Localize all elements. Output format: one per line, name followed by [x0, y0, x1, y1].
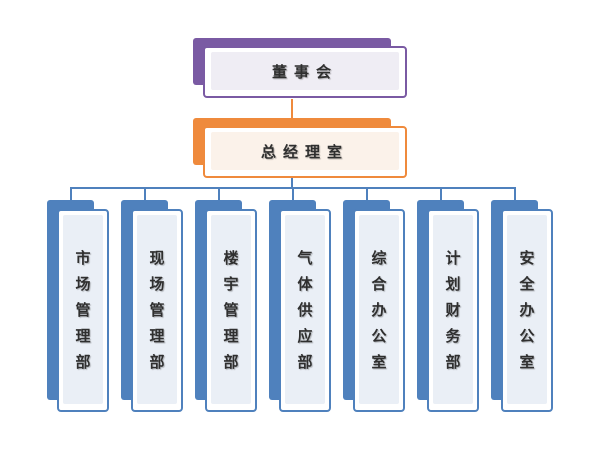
dept-6-connector — [440, 187, 442, 201]
dept-5-connector — [366, 187, 368, 201]
department-1-fill — [63, 215, 103, 404]
department-node-1: 市场管理部 — [47, 200, 111, 414]
department-3-fill — [211, 215, 251, 404]
department-7-fill — [507, 215, 547, 404]
department-3-label: 楼宇管理部 — [223, 248, 239, 371]
dept-7-connector — [514, 187, 516, 201]
board-to-gm-connector — [291, 99, 293, 119]
department-2-label: 现场管理部 — [149, 248, 165, 371]
gm-down-connector — [291, 178, 293, 188]
board-label: 董事会 — [271, 62, 338, 81]
department-6-fill — [433, 215, 473, 404]
department-4-fill — [285, 215, 325, 404]
department-node-7: 安全办公室 — [491, 200, 555, 414]
department-5-fill — [359, 215, 399, 404]
department-node-3: 楼宇管理部 — [195, 200, 259, 414]
department-4-label: 气体供应部 — [297, 248, 313, 371]
department-node-4: 气体供应部 — [269, 200, 333, 414]
department-node-5: 综合办公室 — [343, 200, 407, 414]
department-2-fill — [137, 215, 177, 404]
board-fill — [211, 52, 399, 90]
dept-1-connector — [70, 187, 72, 201]
department-node-6: 计划财务部 — [417, 200, 481, 414]
department-5-label: 综合办公室 — [371, 248, 387, 371]
gm-fill — [211, 132, 399, 170]
dept-3-connector — [218, 187, 220, 201]
board-of-directors-node: 董事会 — [193, 38, 408, 100]
department-1-label: 市场管理部 — [75, 248, 91, 371]
gm-label: 总经理室 — [260, 142, 349, 161]
department-node-2: 现场管理部 — [121, 200, 185, 414]
department-7-label: 安全办公室 — [519, 248, 535, 371]
general-manager-office-node: 总经理室 — [193, 118, 408, 180]
dept-2-connector — [144, 187, 146, 201]
department-6-label: 计划财务部 — [445, 248, 461, 371]
dept-4-connector — [292, 187, 294, 201]
